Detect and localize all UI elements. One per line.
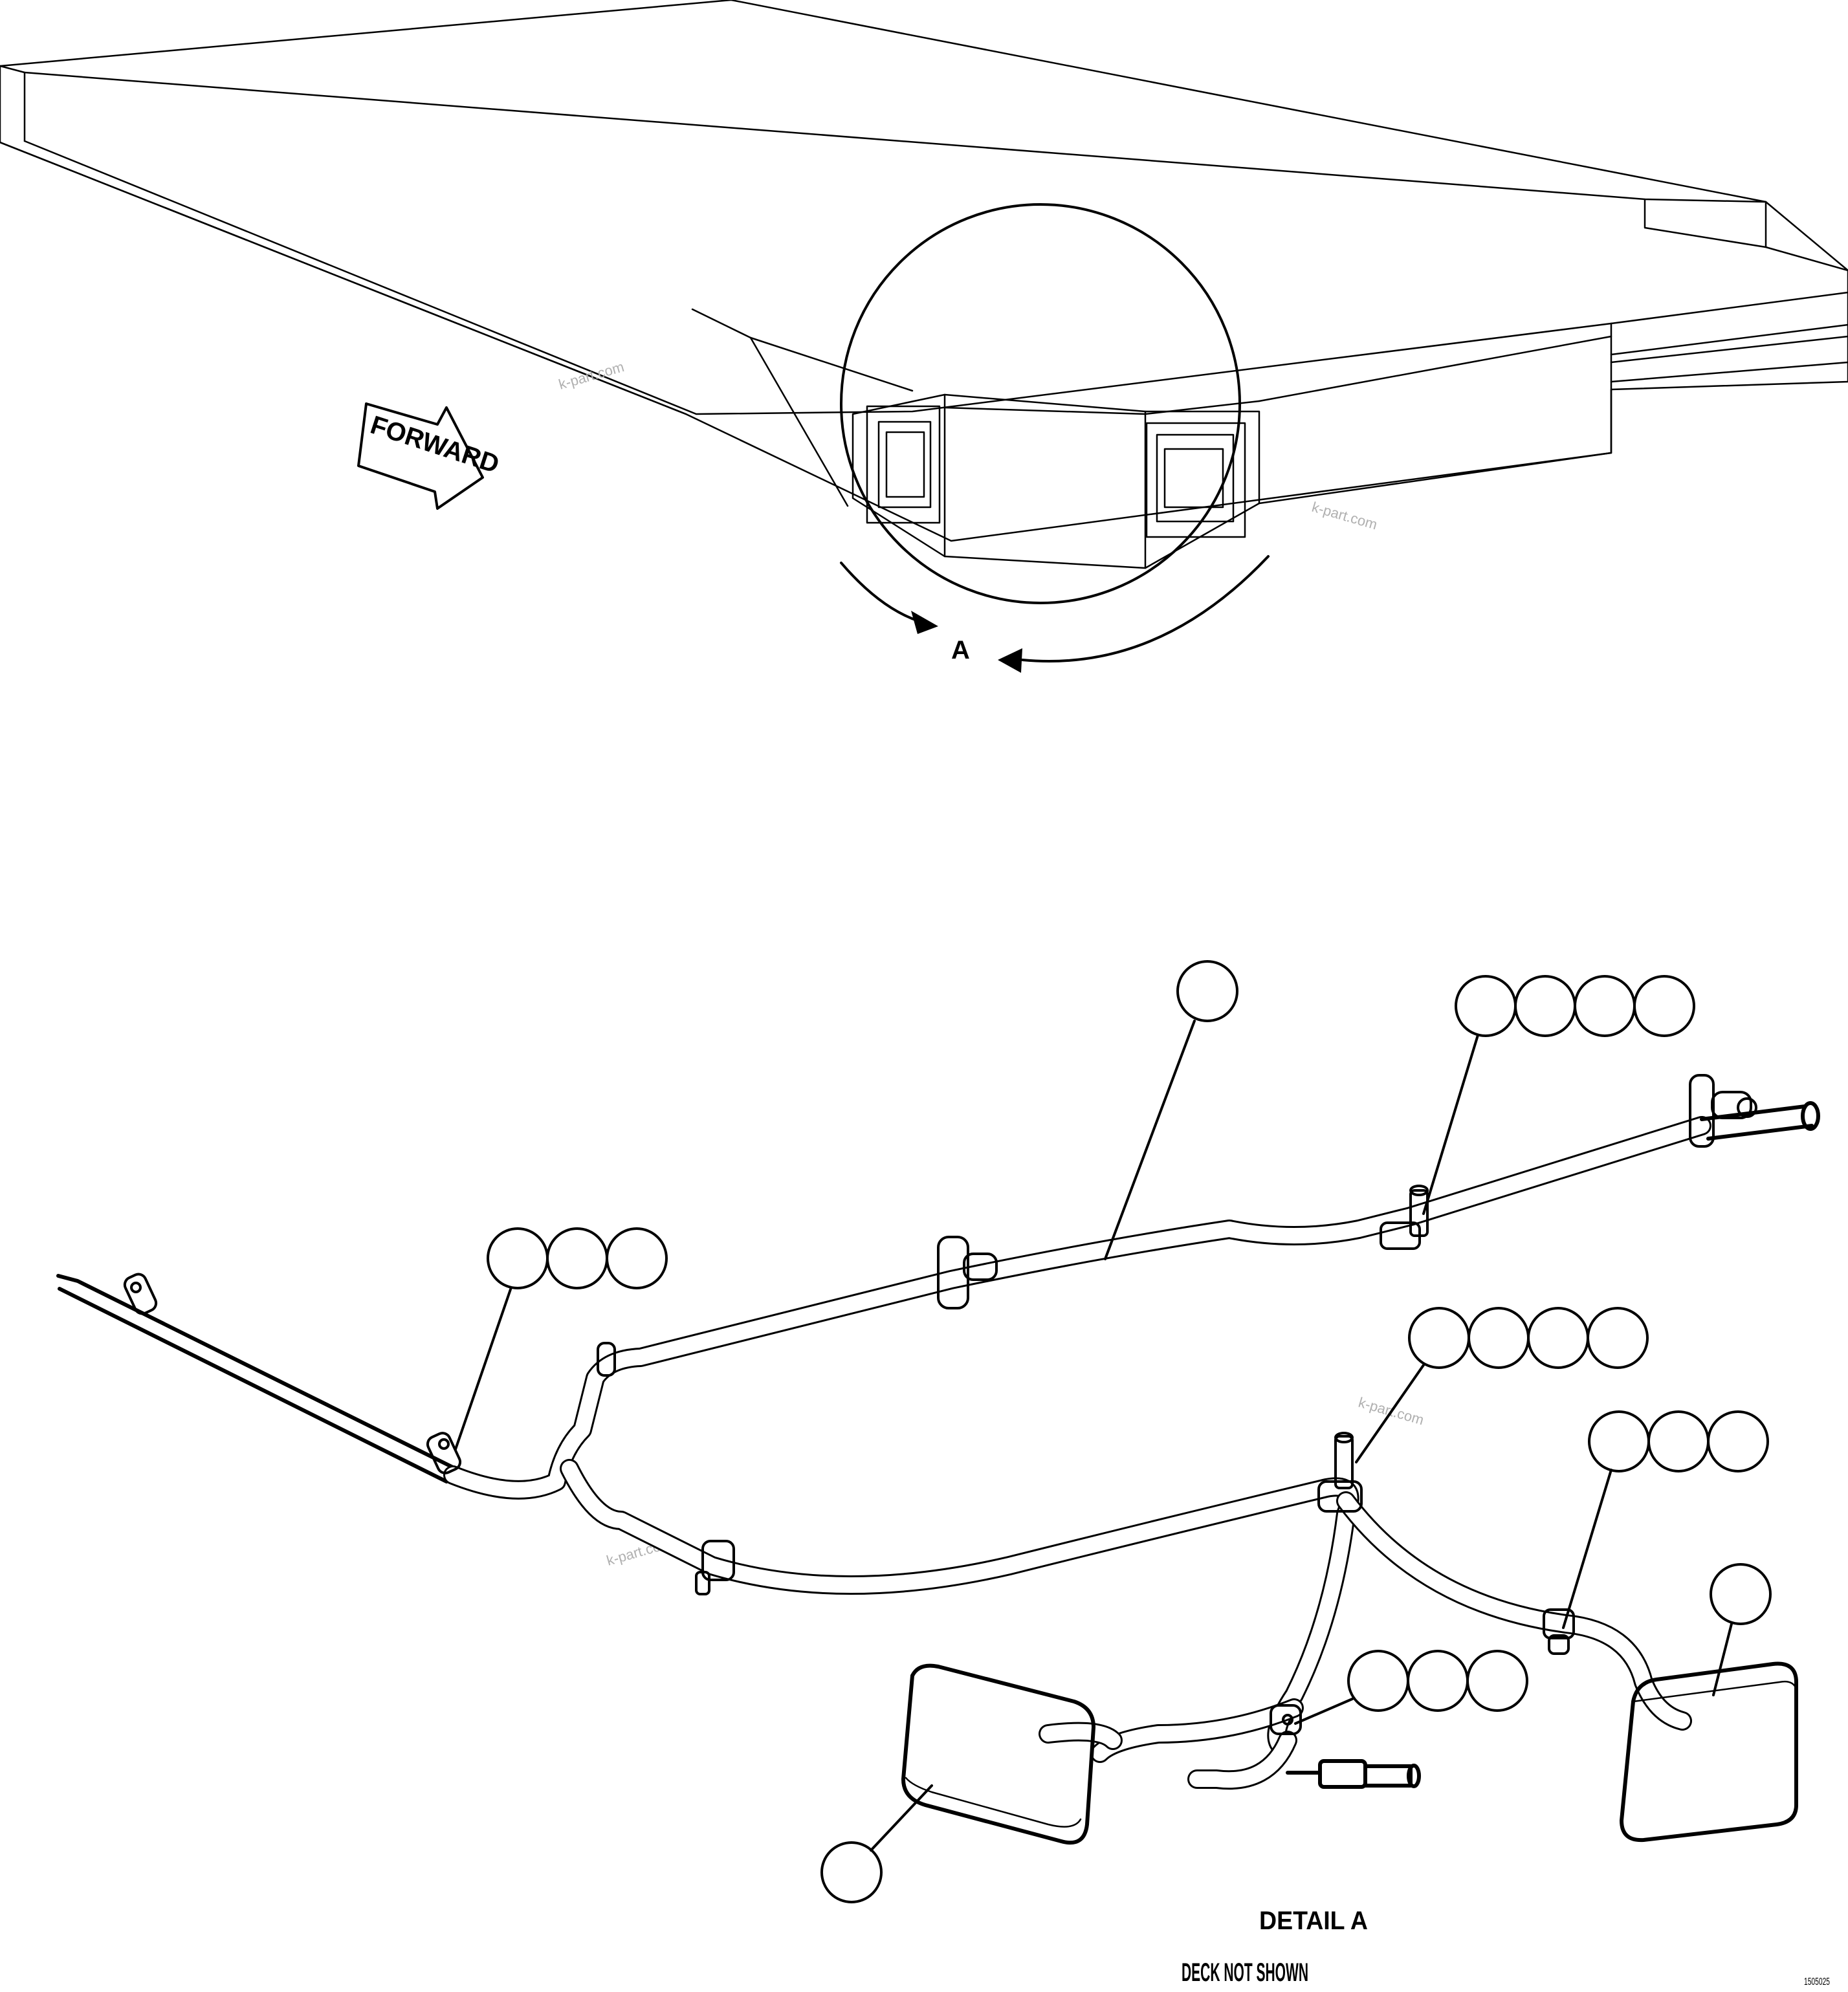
clamp (1270, 1704, 1302, 1735)
balloon (1588, 1410, 1650, 1472)
forward-arrow: FORWARD (357, 402, 503, 510)
clamp (1380, 1185, 1429, 1250)
balloon (1466, 1650, 1528, 1712)
balloon (1455, 975, 1517, 1037)
balloon (1710, 1563, 1772, 1625)
balloon (1527, 1307, 1589, 1369)
balloon (1633, 975, 1695, 1037)
clamp (426, 1432, 462, 1474)
watermark: k-part.com (556, 358, 626, 393)
view-ref-label: A (951, 636, 970, 664)
balloon (1574, 975, 1636, 1037)
right-lamp (1620, 1661, 1798, 1843)
clamp (695, 1540, 735, 1595)
balloon (606, 1227, 668, 1289)
watermark: k-part.com (1310, 499, 1380, 533)
balloon (1176, 960, 1238, 1022)
balloon (1347, 1650, 1409, 1712)
callout-balloons (454, 960, 1772, 1903)
balloon (546, 1227, 608, 1289)
balloon (1647, 1410, 1710, 1472)
balloon (1514, 975, 1576, 1037)
wiring-harness (56, 1074, 1820, 1845)
detail-note: DECK NOT SHOWN (1182, 1958, 1308, 1987)
detail-title: DETAIL A (1259, 1907, 1368, 1935)
balloon (1408, 1307, 1470, 1369)
view-arrows: A (840, 555, 1270, 673)
deck-view (0, 0, 1848, 542)
clamp (597, 1342, 616, 1377)
balloon (820, 1841, 883, 1903)
clamp (1543, 1608, 1575, 1655)
balloon (1407, 1650, 1469, 1712)
balloon (1587, 1307, 1649, 1369)
balloon (1468, 1307, 1530, 1369)
detail-circle-a (840, 203, 1612, 604)
clamp (1317, 1432, 1363, 1513)
clamp (1689, 1074, 1757, 1148)
forward-label: FORWARD (367, 411, 502, 479)
balloon (1707, 1410, 1769, 1472)
balloon (487, 1227, 549, 1289)
clamp (123, 1273, 158, 1315)
left-lamp (901, 1663, 1095, 1845)
clamp (937, 1236, 998, 1309)
figure-number: 1505025 (1804, 1976, 1830, 1987)
